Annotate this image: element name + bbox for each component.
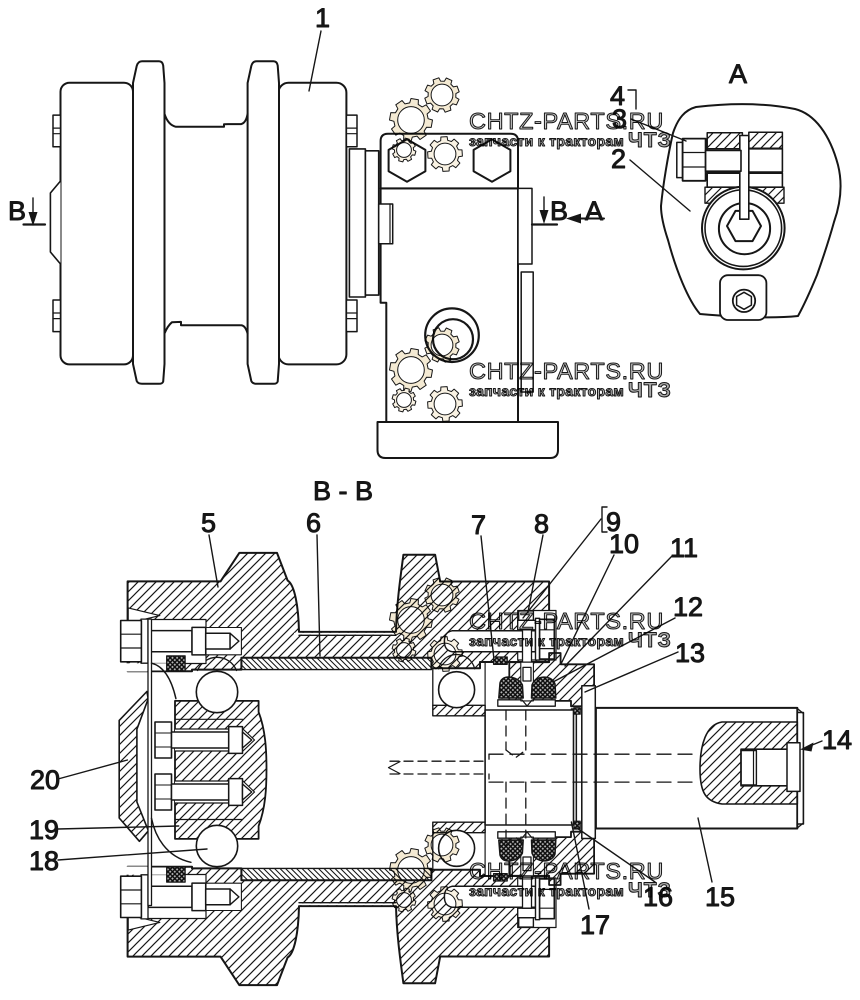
svg-text:12: 12 — [673, 592, 703, 622]
svg-text:13: 13 — [675, 638, 705, 668]
svg-text:CHTZ-PARTS.RU: CHTZ-PARTS.RU — [469, 608, 664, 634]
svg-text:15: 15 — [705, 882, 735, 912]
svg-text:7: 7 — [471, 510, 486, 540]
svg-text:20: 20 — [30, 765, 60, 795]
svg-text:ЧТЗ: ЧТЗ — [628, 879, 672, 902]
svg-text:CHTZ-PARTS.RU: CHTZ-PARTS.RU — [469, 858, 664, 884]
svg-text:19: 19 — [29, 815, 59, 845]
svg-text:запчасти к тракторам: запчасти к тракторам — [469, 383, 624, 399]
svg-text:14: 14 — [822, 725, 852, 755]
svg-text:B - B: B - B — [313, 476, 373, 506]
svg-text:CHTZ-PARTS.RU: CHTZ-PARTS.RU — [469, 358, 664, 384]
svg-text:запчасти к тракторам: запчасти к тракторам — [469, 883, 624, 899]
svg-text:B: B — [550, 196, 568, 226]
svg-text:ЧТЗ: ЧТЗ — [628, 629, 672, 652]
svg-text:B: B — [8, 196, 26, 226]
svg-text:6: 6 — [306, 508, 321, 538]
svg-text:4: 4 — [610, 81, 625, 111]
svg-text:ЧТЗ: ЧТЗ — [628, 379, 672, 402]
svg-text:9: 9 — [606, 507, 621, 537]
svg-text:11: 11 — [670, 533, 698, 563]
svg-text:8: 8 — [534, 509, 549, 539]
svg-text:17: 17 — [580, 910, 610, 940]
svg-text:5: 5 — [201, 508, 216, 538]
svg-text:10: 10 — [609, 529, 639, 559]
svg-text:A: A — [585, 196, 603, 226]
svg-text:ЧТЗ: ЧТЗ — [628, 129, 672, 152]
svg-text:16: 16 — [643, 882, 673, 912]
svg-text:18: 18 — [29, 846, 59, 876]
svg-text:3: 3 — [612, 104, 627, 134]
svg-text:1: 1 — [315, 3, 330, 33]
svg-text:запчасти к тракторам: запчасти к тракторам — [469, 633, 624, 649]
svg-text:CHTZ-PARTS.RU: CHTZ-PARTS.RU — [469, 108, 664, 134]
svg-text:A: A — [729, 59, 747, 89]
svg-text:запчасти к тракторам: запчасти к тракторам — [469, 133, 624, 149]
svg-text:2: 2 — [611, 144, 626, 174]
